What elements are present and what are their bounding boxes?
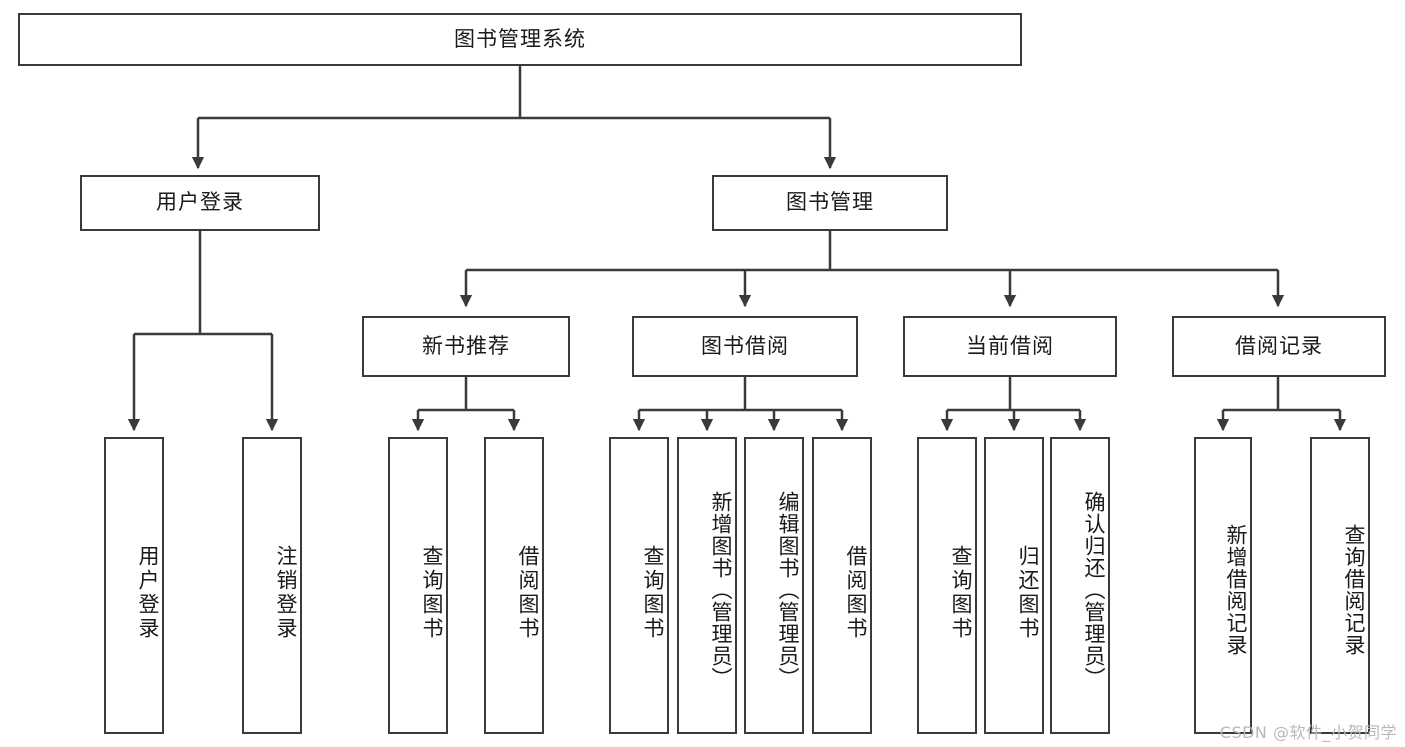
leaf-borrow-book-recommend[interactable]: 借阅图书 — [484, 437, 544, 734]
node-label: 查询图书 — [420, 544, 444, 641]
node-label: 图书借阅 — [701, 333, 789, 358]
node-label: 用户登录 — [136, 544, 160, 641]
node-book-management[interactable]: 图书管理 — [712, 175, 948, 231]
node-label: 借阅记录 — [1235, 333, 1323, 358]
node-label: 图书管理系统 — [454, 26, 586, 51]
leaf-query-book-recommend[interactable]: 查询图书 — [388, 437, 448, 734]
leaf-add-borrow-record[interactable]: 新增借阅记录 — [1194, 437, 1252, 734]
node-label: 当前借阅 — [966, 333, 1054, 358]
node-label: 借阅图书 — [844, 544, 868, 641]
node-label: 新增借阅记录 — [1224, 523, 1248, 656]
leaf-query-book-current[interactable]: 查询图书 — [917, 437, 977, 734]
node-label: 新增图书（管理员） — [709, 490, 733, 689]
node-book-borrow[interactable]: 图书借阅 — [632, 316, 858, 377]
leaf-confirm-return-admin[interactable]: 确认归还（管理员） — [1050, 437, 1110, 734]
node-label: 查询借阅记录 — [1342, 523, 1366, 656]
node-label: 图书管理 — [786, 190, 874, 215]
node-label: 借阅图书 — [516, 544, 540, 641]
leaf-borrow-book[interactable]: 借阅图书 — [812, 437, 872, 734]
leaf-query-borrow-record[interactable]: 查询借阅记录 — [1310, 437, 1370, 734]
node-label: 注销登录 — [274, 544, 298, 641]
node-label: 查询图书 — [641, 544, 665, 641]
leaf-query-book-borrow[interactable]: 查询图书 — [609, 437, 669, 734]
node-label: 归还图书 — [1016, 544, 1040, 641]
node-borrow-record[interactable]: 借阅记录 — [1172, 316, 1386, 377]
leaf-logout[interactable]: 注销登录 — [242, 437, 302, 734]
node-label: 确认归还（管理员） — [1082, 490, 1106, 689]
node-label: 查询图书 — [949, 544, 973, 641]
leaf-user-login[interactable]: 用户登录 — [104, 437, 164, 734]
node-current-borrow[interactable]: 当前借阅 — [903, 316, 1117, 377]
leaf-add-book-admin[interactable]: 新增图书（管理员） — [677, 437, 737, 734]
node-label: 新书推荐 — [422, 333, 510, 358]
node-label: 用户登录 — [156, 190, 244, 215]
node-root-book-management-system[interactable]: 图书管理系统 — [18, 13, 1022, 66]
node-user-login[interactable]: 用户登录 — [80, 175, 320, 231]
node-label: 编辑图书（管理员） — [776, 490, 800, 689]
leaf-edit-book-admin[interactable]: 编辑图书（管理员） — [744, 437, 804, 734]
leaf-return-book[interactable]: 归还图书 — [984, 437, 1044, 734]
node-new-book-recommend[interactable]: 新书推荐 — [362, 316, 570, 377]
